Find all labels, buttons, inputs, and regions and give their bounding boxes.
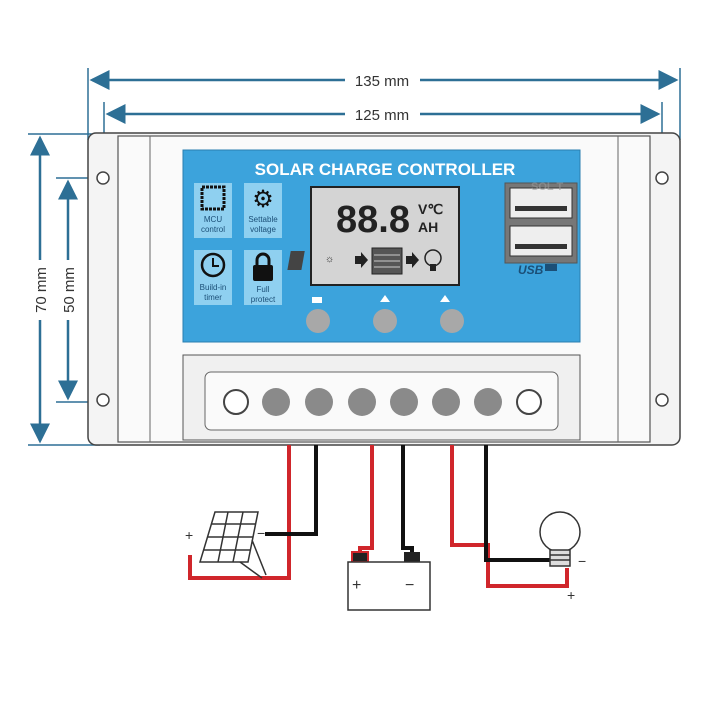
up-icon — [380, 295, 390, 302]
battery-icon — [347, 551, 431, 611]
mount-hole — [655, 171, 669, 185]
up-button[interactable] — [373, 309, 397, 333]
load-button[interactable] — [440, 309, 464, 333]
arrow-icon — [355, 252, 368, 268]
overall-height-label: 70 mm — [33, 267, 50, 313]
hole-width-label: 125 mm — [355, 107, 409, 124]
gear-icon: ⚙ — [252, 186, 274, 213]
svg-text:Full: Full — [257, 285, 270, 294]
feature-build-in-timer: Build-in timer — [194, 250, 232, 305]
screw-icon — [516, 389, 542, 415]
terminal-load-plus[interactable] — [432, 388, 460, 416]
terminal-battery-plus[interactable] — [348, 388, 376, 416]
battery-plus-label: + — [352, 577, 361, 594]
usb-label: USB — [518, 263, 544, 277]
light-bulb-icon — [539, 511, 581, 567]
usb-port[interactable] — [509, 225, 573, 257]
feature-settable-voltage: ⚙ Settable voltage — [244, 183, 282, 238]
feature-full-protect: Full protect — [244, 250, 282, 305]
lcd-unit-top: V℃ — [418, 201, 443, 217]
load-plus-label: + — [567, 587, 575, 603]
screw-icon — [223, 389, 249, 415]
arrow-icon — [406, 252, 419, 268]
battery-icon — [312, 297, 322, 303]
svg-text:☼: ☼ — [325, 254, 334, 265]
solar-panel-icon — [198, 511, 267, 579]
battery-minus-label: − — [405, 577, 414, 594]
load-minus-label: − — [578, 553, 586, 569]
panel-title: SOLAR CHARGE CONTROLLER — [255, 160, 516, 179]
lcd-digits: 88.8 — [336, 199, 410, 241]
terminal-solar-minus[interactable] — [305, 388, 333, 416]
mount-hole — [96, 171, 110, 185]
mount-hole — [96, 393, 110, 407]
wires — [188, 445, 569, 588]
svg-text:voltage: voltage — [250, 225, 276, 234]
overall-width-label: 135 mm — [355, 73, 409, 90]
chip-icon — [200, 185, 226, 211]
svg-text:MCU: MCU — [204, 215, 222, 224]
solar-minus-label: − — [257, 525, 265, 541]
mount-hole — [655, 393, 669, 407]
lcd-bulb-icon — [424, 249, 442, 271]
lcd-solar-panel-icon: ☼ — [287, 251, 334, 270]
menu-button[interactable] — [306, 309, 330, 333]
solar-plus-label: + — [185, 527, 193, 543]
lcd-display: 88.8 V℃ AH ☼ — [287, 186, 460, 286]
terminal-solar-plus[interactable] — [262, 388, 290, 416]
svg-text:control: control — [201, 225, 225, 234]
clock-icon — [200, 252, 226, 278]
svg-text:timer: timer — [204, 293, 222, 302]
usb-port[interactable] — [509, 187, 573, 219]
svg-text:protect: protect — [251, 295, 276, 304]
hole-height-label: 50 mm — [61, 267, 78, 313]
lcd-unit-bottom: AH — [418, 219, 438, 235]
svg-text:Build-in: Build-in — [200, 283, 227, 292]
terminals — [223, 388, 542, 416]
usb-ports: SOL T USB — [504, 181, 578, 277]
up-load-icon — [440, 295, 450, 302]
lock-icon — [253, 252, 273, 281]
watermark: SOL T — [531, 181, 563, 193]
terminal-battery-minus[interactable] — [390, 388, 418, 416]
svg-text:Settable: Settable — [248, 215, 278, 224]
control-buttons — [306, 295, 464, 333]
terminal-load-minus[interactable] — [474, 388, 502, 416]
lcd-battery-icon — [371, 247, 403, 275]
feature-mcu-control: MCU control — [194, 183, 232, 238]
